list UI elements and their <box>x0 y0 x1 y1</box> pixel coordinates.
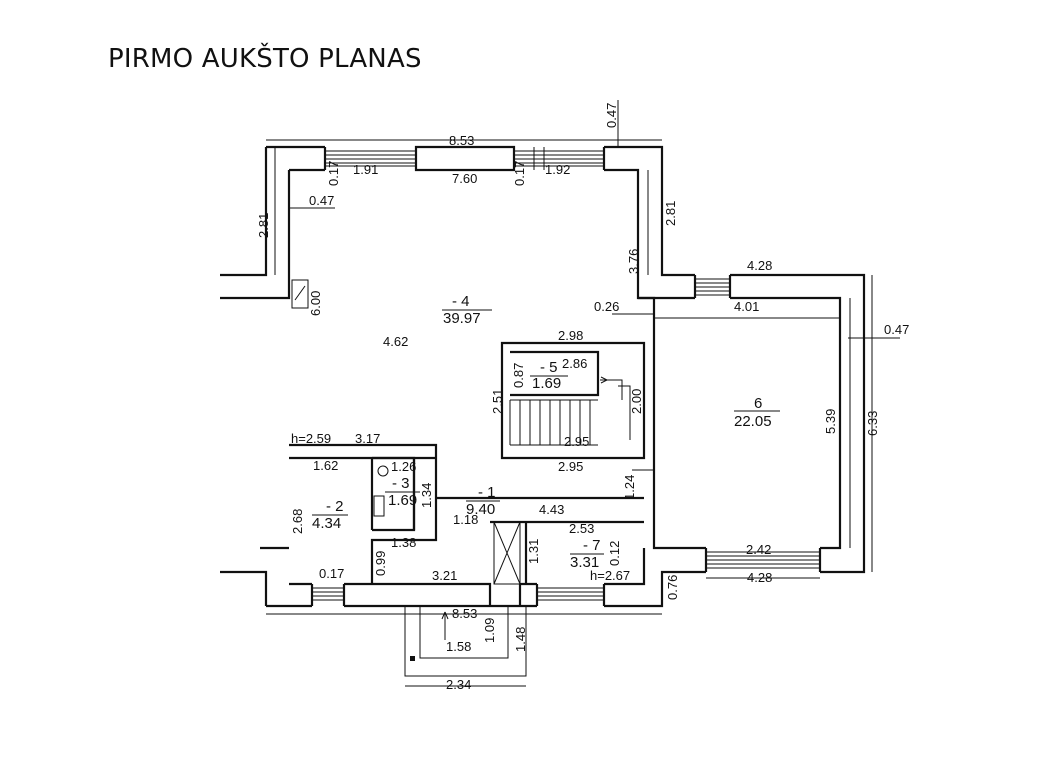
dim-right-281: 2.81 <box>663 201 678 226</box>
dim-r2-162: 1.62 <box>313 458 338 473</box>
wall-bottom-piers <box>310 548 646 606</box>
room-3-id: - 3 <box>392 475 410 492</box>
dim-hall-443: 4.43 <box>539 502 564 517</box>
wall-room3 <box>372 456 436 530</box>
wall-room6-bottom <box>604 296 822 608</box>
fixtures <box>291 279 389 517</box>
plan-title: PIRMO AUKŠTO PLANAS <box>108 44 422 74</box>
dim-hall-099: 0.99 <box>373 551 388 576</box>
room-1-id: - 1 <box>478 484 496 501</box>
wall-room6 <box>693 273 866 574</box>
room-labels: - 4 39.97 - 5 1.69 6 22.05 - 3 1.69 - 1 … <box>312 293 780 571</box>
dimension-lines <box>266 100 900 687</box>
room-2-area: 4.34 <box>312 515 341 532</box>
dim-wall-017-b: 0.17 <box>512 161 527 186</box>
dim-wall-017-a: 0.17 <box>326 161 341 186</box>
interior-walls <box>289 341 646 584</box>
room-5-area: 1.69 <box>532 375 561 392</box>
dim-top-inner: 7.60 <box>452 171 477 186</box>
room-7-area: 3.31 <box>570 554 599 571</box>
dim-hall-118: 1.18 <box>453 512 478 527</box>
dim-left-281: 2.81 <box>256 213 271 238</box>
dim-hall-124: 1.24 <box>622 475 637 500</box>
wall-stair-inner <box>510 350 600 397</box>
dim-hall-131: 1.31 <box>526 539 541 564</box>
room-3-area: 1.69 <box>388 492 417 509</box>
room-1-area: 9.40 <box>466 501 495 518</box>
dim-top-left-win: 1.91 <box>353 162 378 177</box>
wall-left-lower <box>220 546 289 606</box>
dim-r6-047: 0.47 <box>884 322 909 337</box>
dim-stair-200: 2.00 <box>629 389 644 414</box>
dim-r6-401: 4.01 <box>734 299 759 314</box>
room-4-area: 39.97 <box>443 310 481 327</box>
dim-stair-286: 2.86 <box>562 356 587 371</box>
dim-r6-076: 0.76 <box>665 575 680 600</box>
wall-room4-bottom <box>289 443 438 584</box>
dim-bottom-321: 3.21 <box>432 568 457 583</box>
dim-r2-017: 0.17 <box>319 566 344 581</box>
dim-left-600: 6.00 <box>308 291 323 316</box>
dim-r7-253: 2.53 <box>569 521 594 536</box>
void-box <box>493 521 521 585</box>
dim-r3-134: 1.34 <box>419 483 434 508</box>
wall-stair <box>500 341 646 460</box>
dimension-labels: 8.53 1.91 7.60 1.92 0.17 0.17 0.47 2.81 … <box>256 103 909 692</box>
dim-stair-295: 2.95 <box>564 434 589 449</box>
room-6-id: 6 <box>754 395 762 412</box>
dim-porch-109: 1.09 <box>482 618 497 643</box>
dim-r6-428-top: 4.28 <box>747 258 772 273</box>
room-2-id: - 2 <box>326 498 344 515</box>
dim-stair-298: 2.98 <box>558 328 583 343</box>
dim-r6-242: 2.42 <box>746 542 771 557</box>
room-6-area: 22.05 <box>734 413 772 430</box>
wall-left-upper <box>220 147 291 300</box>
dim-left-047: 0.47 <box>309 193 334 208</box>
dim-top-right-047: 0.47 <box>604 103 619 128</box>
dim-top-total: 8.53 <box>449 133 474 148</box>
dim-porch-158: 1.58 <box>446 639 471 654</box>
wall-bottom <box>266 584 606 608</box>
sink-icon <box>373 495 385 517</box>
dim-r7-h267: h=2.67 <box>590 568 630 583</box>
dim-r6-428-bottom: 4.28 <box>747 570 772 585</box>
dim-porch-148: 1.48 <box>513 627 528 652</box>
stair-treads <box>509 376 631 446</box>
dim-r2-268: 2.68 <box>290 509 305 534</box>
windows <box>312 147 820 601</box>
toilet-icon <box>377 465 389 477</box>
room-4-id: - 4 <box>452 293 470 310</box>
dim-r7-012: 0.12 <box>607 541 622 566</box>
dim-r3-126: 1.26 <box>391 459 416 474</box>
room-7-id: - 7 <box>583 537 601 554</box>
dim-room4-462: 4.62 <box>383 334 408 349</box>
dim-hall-295: 2.95 <box>558 459 583 474</box>
room-5-id: - 5 <box>540 359 558 376</box>
wall-top <box>266 145 695 300</box>
dim-r6-539: 5.39 <box>823 409 838 434</box>
dim-h-259: h=2.59 <box>291 431 331 446</box>
porch <box>404 606 527 677</box>
wall-bottom-inner <box>289 582 537 606</box>
dim-stair-251: 2.51 <box>490 389 505 414</box>
dim-w-317: 3.17 <box>355 431 380 446</box>
dim-top-right-win: 1.92 <box>545 162 570 177</box>
dim-inner-026: 0.26 <box>594 299 619 314</box>
dim-hall-138: 1.38 <box>391 535 416 550</box>
dim-r6-633: 6.33 <box>865 411 880 436</box>
dim-inner-376: 3.76 <box>626 249 641 274</box>
dim-bottom-853: 8.53 <box>452 606 477 621</box>
dim-stair-087: 0.87 <box>511 363 526 388</box>
dim-porch-234: 2.34 <box>446 677 471 692</box>
